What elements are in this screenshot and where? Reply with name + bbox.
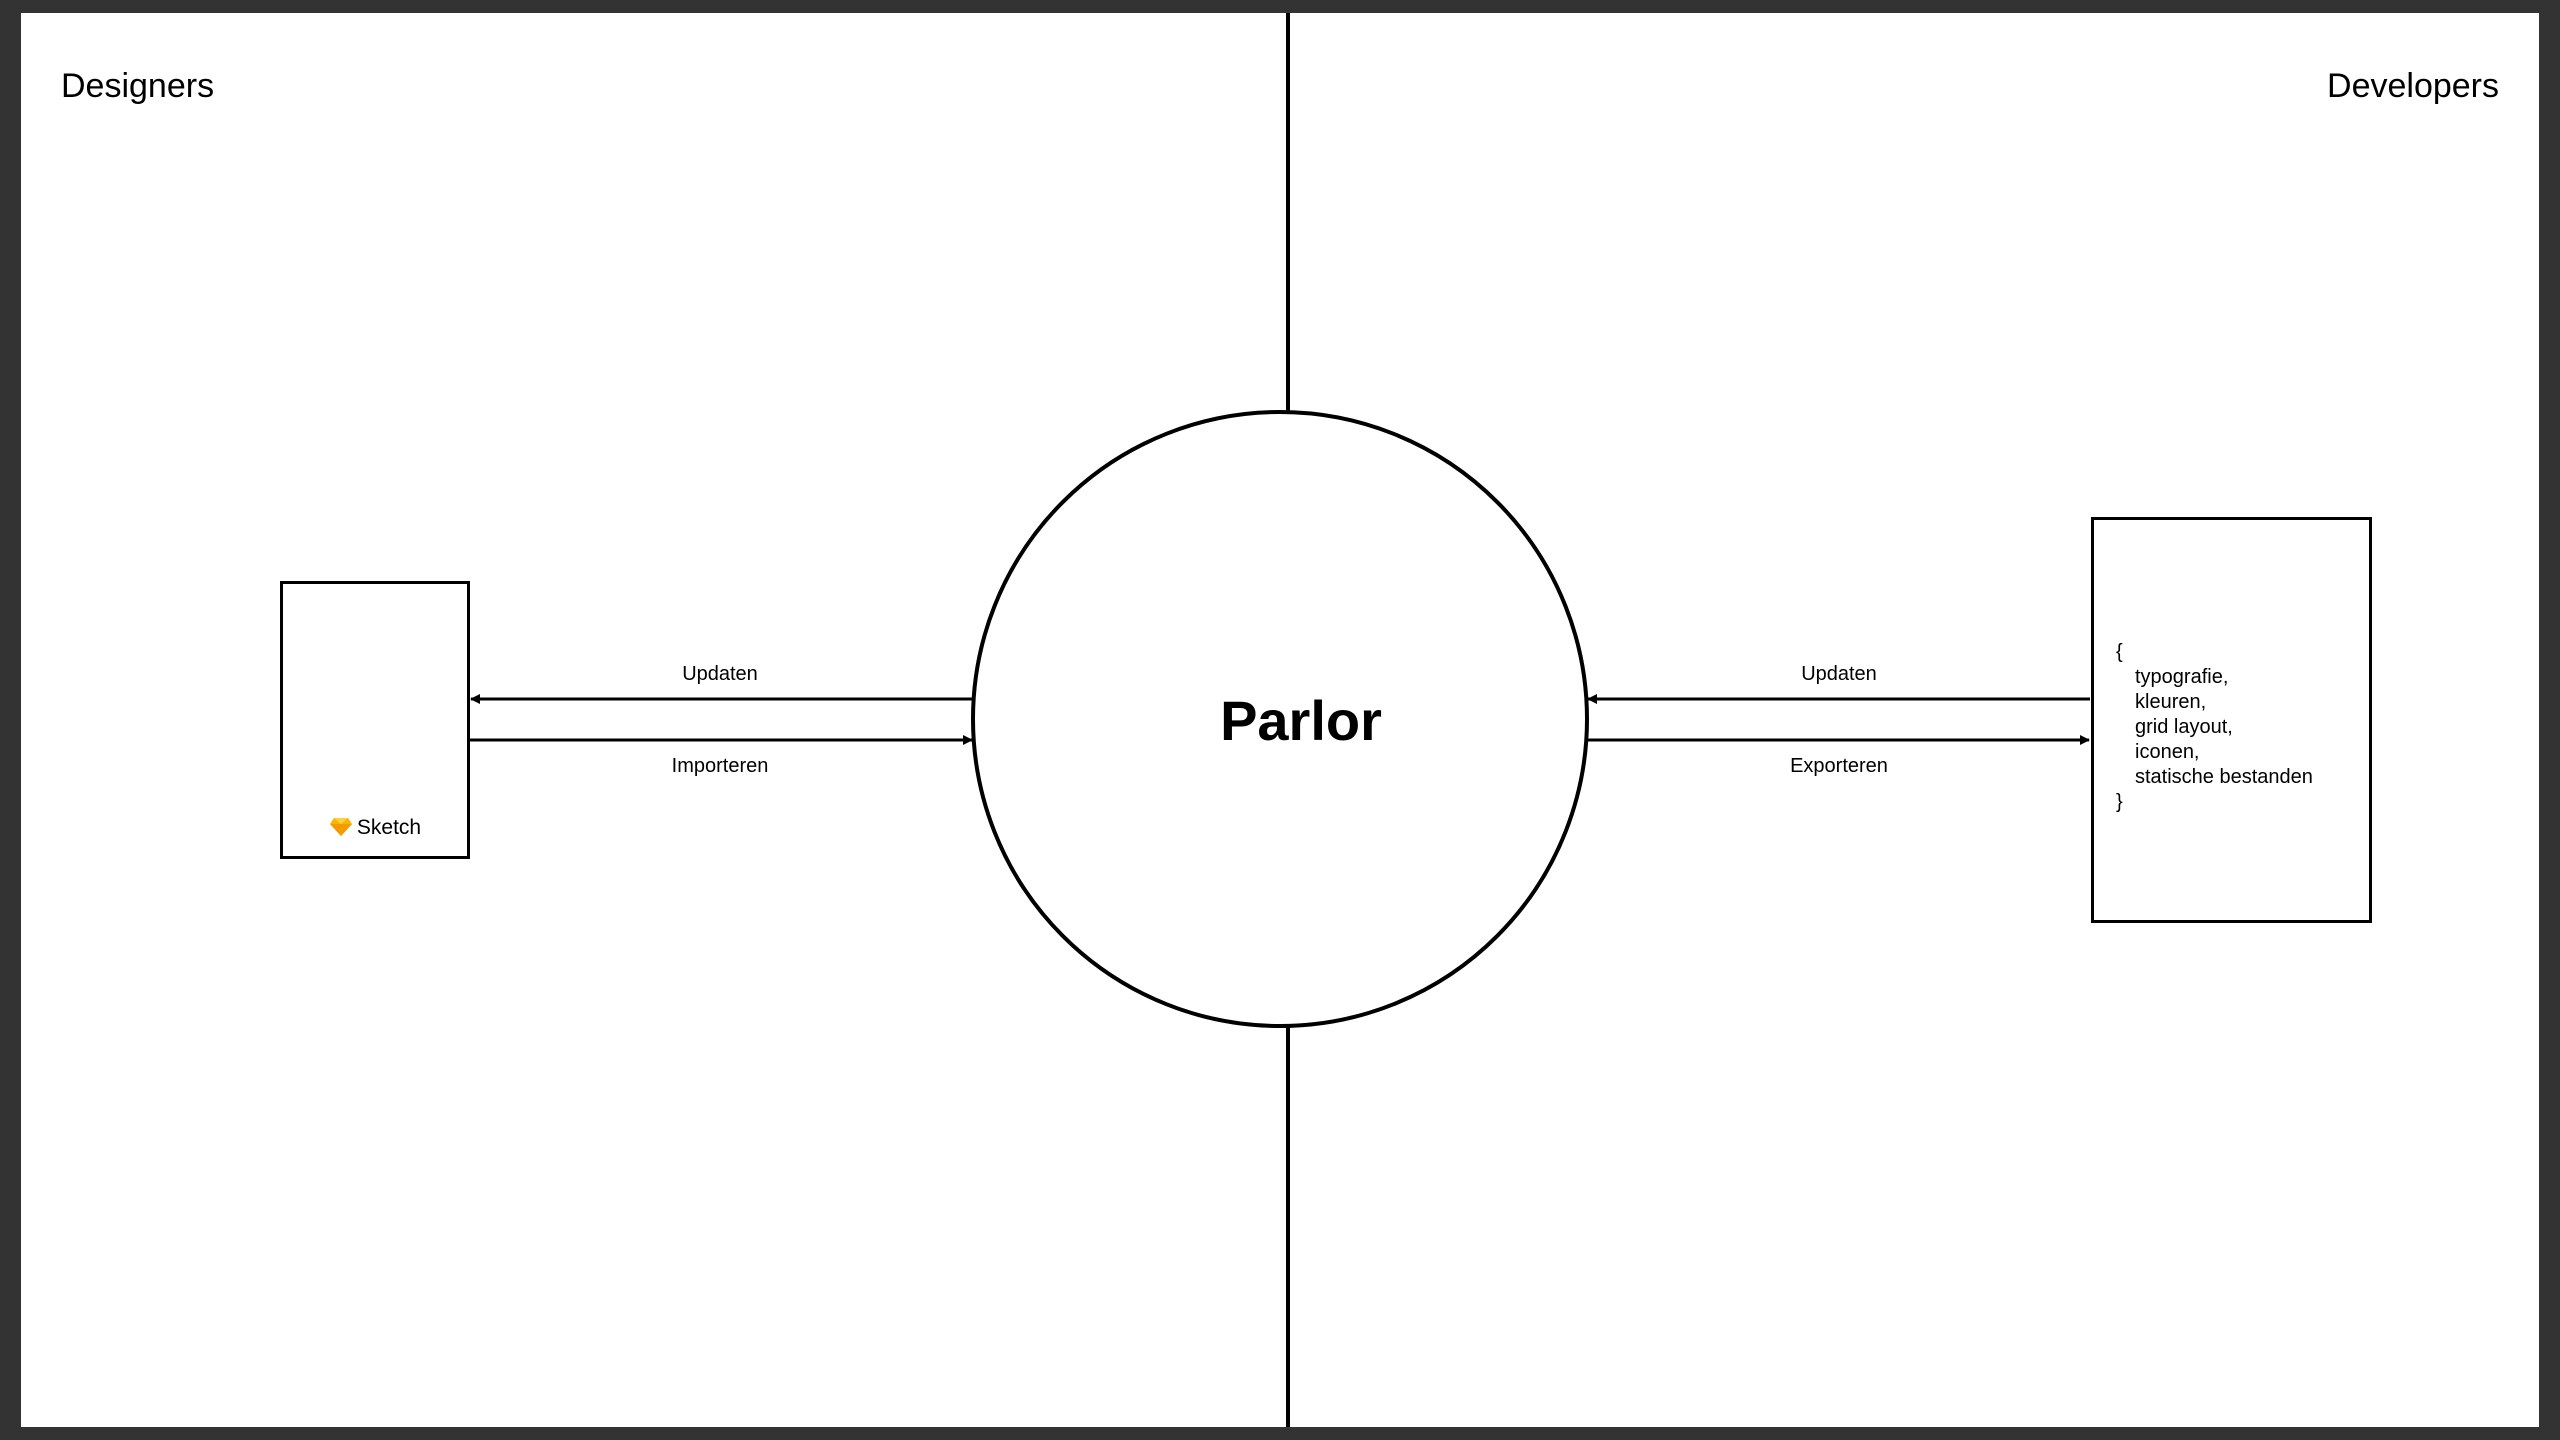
sketch-node-label: Sketch (283, 816, 467, 840)
left-import-label: Importeren (671, 755, 769, 777)
developers-heading: Developers (2327, 67, 2499, 105)
sketch-diamond-icon (329, 818, 352, 836)
sketch-node-text: Sketch (356, 816, 422, 839)
hub-label: Parlor (1220, 689, 1382, 752)
left-update-label: Updaten (682, 663, 758, 685)
code-output-node: { typografie, kleuren, grid layout, icon… (2091, 517, 2372, 923)
code-output-block: { typografie, kleuren, grid layout, icon… (2116, 640, 2313, 815)
code-open-brace: { (2116, 641, 2123, 663)
hub-circle (971, 410, 1589, 1028)
diagram-canvas: Designers Developers Parlor Updaten Impo… (21, 13, 2539, 1427)
code-close-brace: } (2116, 791, 2123, 813)
right-update-label: Updaten (1801, 663, 1877, 685)
code-item: statische bestanden (2135, 766, 2313, 788)
code-item: iconen, (2135, 741, 2200, 763)
code-item: kleuren, (2135, 691, 2207, 713)
designers-heading: Designers (61, 67, 215, 105)
diagram-lines (470, 13, 2090, 1427)
right-export-label: Exporteren (1790, 755, 1888, 777)
code-item: typografie, (2135, 666, 2229, 688)
sketch-node: Sketch (280, 581, 470, 859)
code-item: grid layout, (2135, 716, 2233, 738)
